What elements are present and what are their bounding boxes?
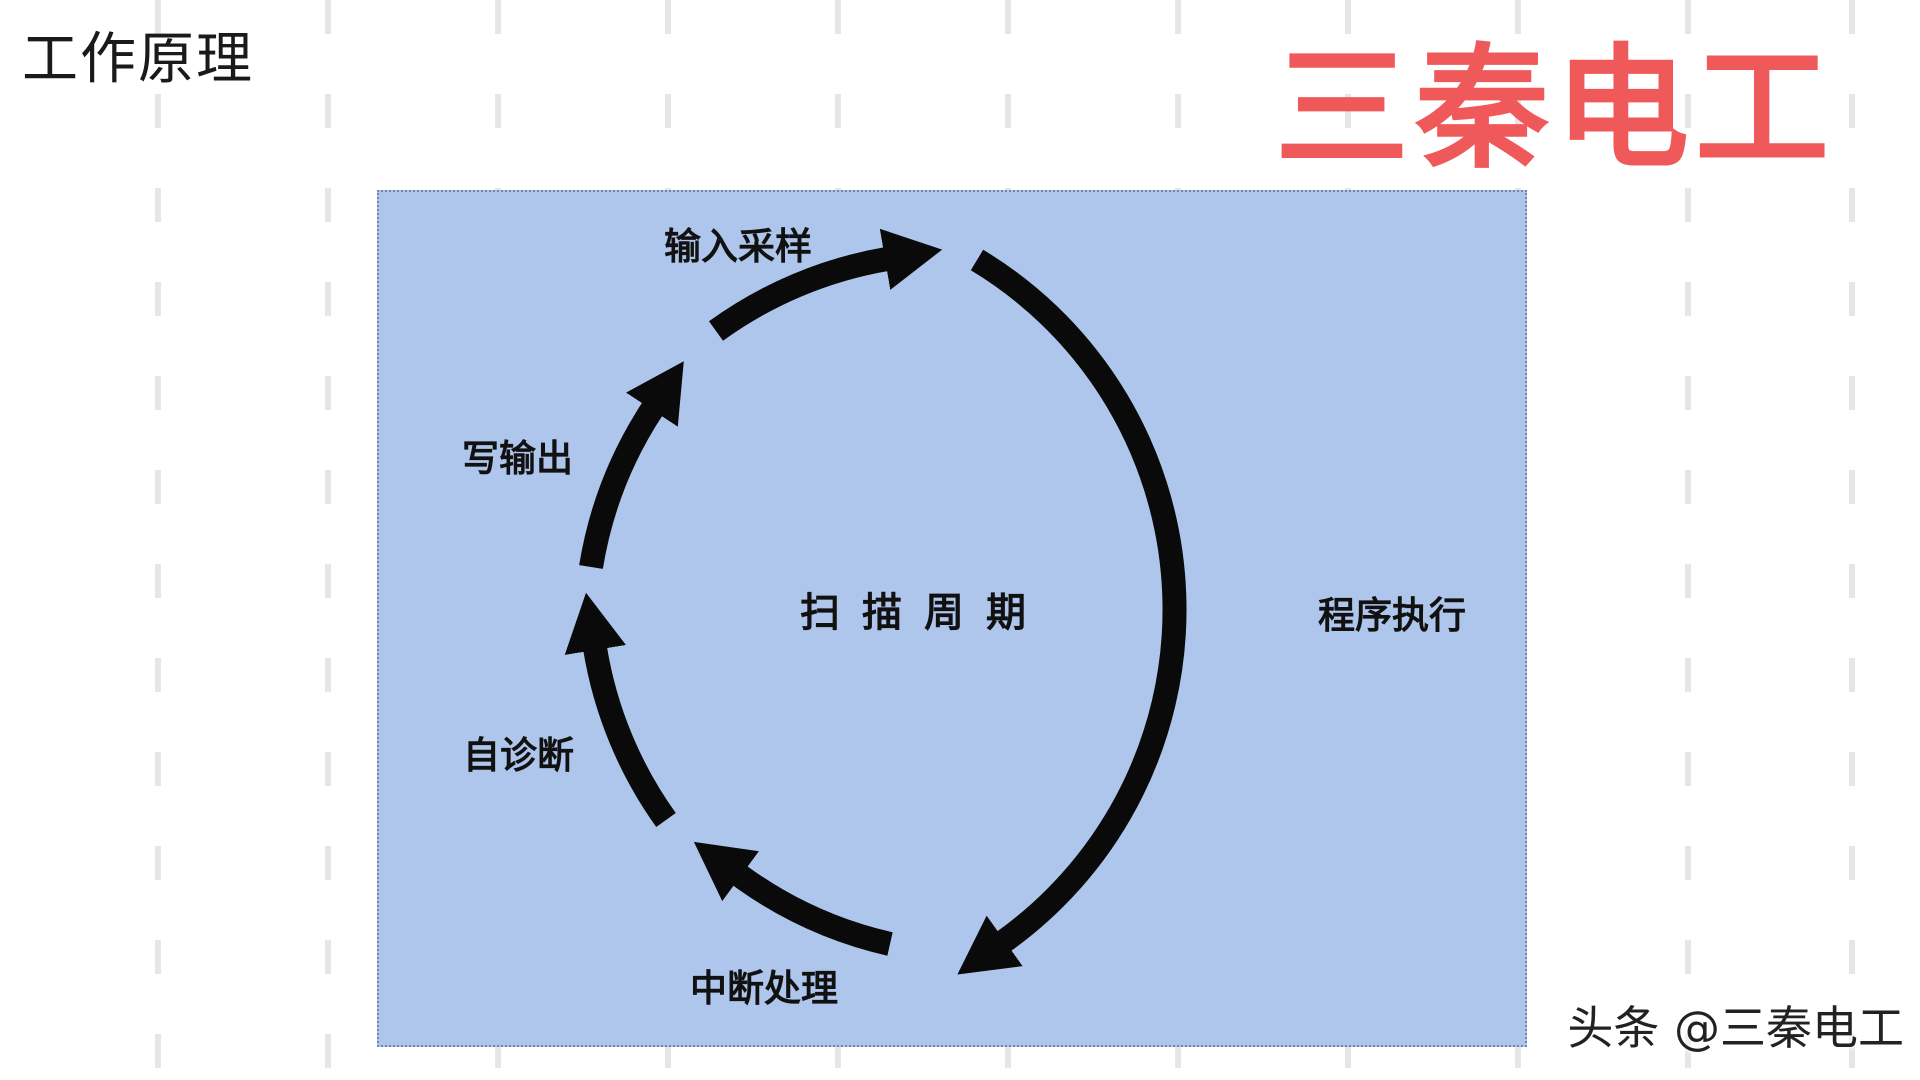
- arrow-program-execution: [957, 249, 1187, 975]
- arrow-interrupt-handling: [693, 841, 893, 956]
- arrow-write-output: [579, 361, 684, 569]
- stage-label-self-diagnosis: 自诊断: [463, 734, 574, 777]
- brand-logo-text: 三秦电工: [1275, 31, 1836, 187]
- watermark: 头条 @三秦电工: [1567, 1001, 1904, 1055]
- arrow-input-sampling: [708, 228, 943, 341]
- stage-label-input-sampling: 输入采样: [664, 225, 812, 268]
- center-label-scan-cycle: 扫描周期: [800, 590, 1048, 636]
- page-title: 工作原理: [22, 27, 254, 92]
- stage-label-program-execution: 程序执行: [1318, 594, 1466, 637]
- stage-label-write-output: 写输出: [462, 437, 573, 480]
- stage-label-interrupt-handling: 中断处理: [690, 967, 838, 1010]
- arrow-self-diagnosis: [564, 592, 676, 827]
